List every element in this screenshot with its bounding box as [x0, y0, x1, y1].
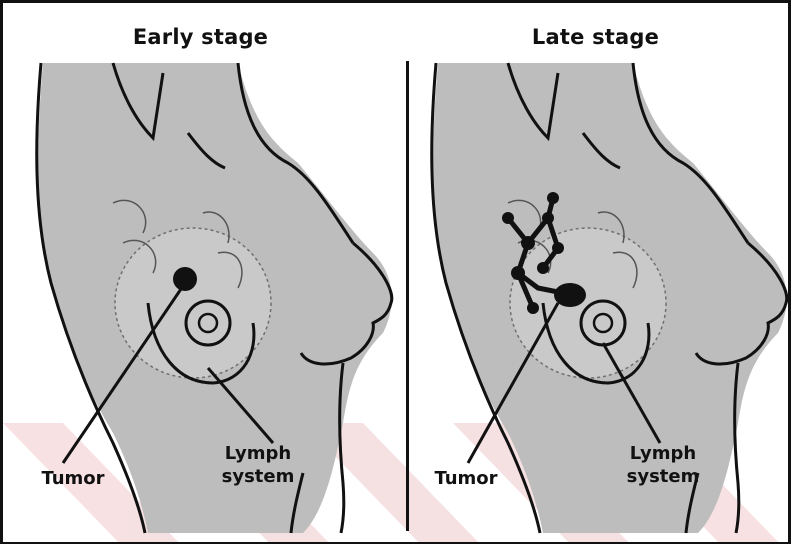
panel-title: Late stage	[398, 25, 791, 49]
panel-title: Early stage	[3, 25, 398, 49]
early-stage-illustration	[3, 3, 398, 544]
lymph-label-line2: system	[613, 466, 713, 487]
tumor-mass	[554, 283, 586, 307]
early-stage-panel: Early stage Tumor Lymph system	[3, 3, 398, 544]
late-stage-illustration	[398, 3, 791, 544]
lymph-label-line2: system	[208, 466, 308, 487]
lymph-label-line1: Lymph	[613, 443, 713, 464]
tumor-label: Tumor	[416, 468, 516, 489]
tumor-mass	[173, 267, 197, 291]
lymph-label-line1: Lymph	[208, 443, 308, 464]
gland-tissue	[115, 228, 271, 378]
late-stage-panel: Late stage Tumor Lymph system	[398, 3, 791, 544]
tumor-label: Tumor	[23, 468, 123, 489]
